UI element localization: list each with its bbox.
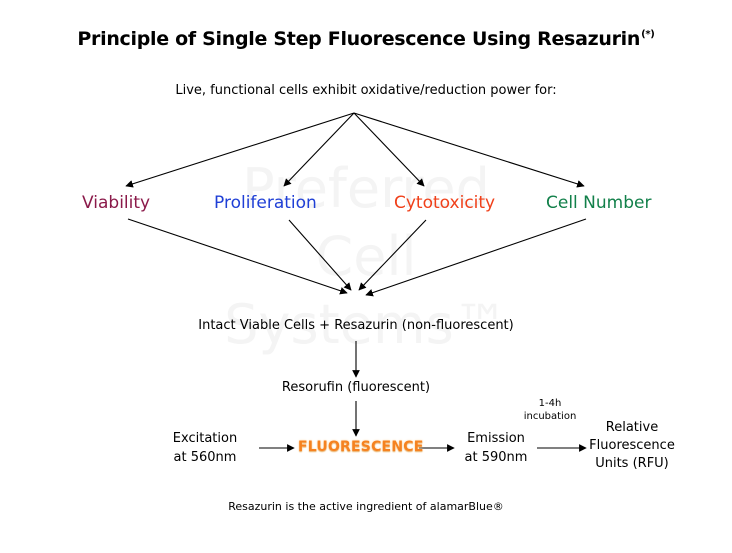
arrow-top-to-cytotoxicity: [353, 112, 425, 187]
excitation-line-1: Excitation: [172, 431, 238, 446]
rfu-node: Relative Fluorescence Units (RFU): [582, 419, 682, 473]
category-cytotoxicity: Cytotoxicity: [394, 193, 496, 213]
incubation-label: 1-4h incubation: [520, 397, 580, 423]
fluorescence-node: FLUORESCENCE: [298, 439, 424, 455]
resorufin-node: Resorufin (fluorescent): [281, 380, 431, 395]
arrow-cell-number-to-center: [365, 218, 587, 297]
category-proliferation: Proliferation: [214, 193, 317, 213]
arrow-top-to-cell-number: [353, 112, 585, 188]
arrow-proliferation-to-center: [288, 219, 352, 291]
rfu-line-1: Relative: [605, 420, 659, 435]
category-viability: Viability: [82, 193, 151, 213]
emission-node: Emission at 590nm: [453, 429, 539, 467]
emission-line-1: Emission: [467, 431, 525, 446]
arrow-top-to-viability: [125, 112, 355, 188]
emission-line-2: at 590nm: [464, 450, 528, 465]
rfu-line-3: Units (RFU): [595, 456, 669, 471]
excitation-node: Excitation at 560nm: [160, 429, 250, 467]
title-footnote-marker: (*): [641, 29, 655, 40]
arrow-viability-to-center: [127, 218, 348, 295]
arrow-top-to-proliferation: [283, 112, 355, 187]
excitation-line-2: at 560nm: [173, 450, 237, 465]
rfu-line-2: Fluorescence: [589, 438, 675, 453]
intact-cells-node: Intact Viable Cells + Resazurin (non-flu…: [198, 318, 514, 333]
category-cell-number: Cell Number: [546, 193, 652, 213]
title-text: Principle of Single Step Fluorescence Us…: [77, 28, 641, 50]
arrow-cytotoxicity-to-center: [358, 219, 427, 291]
footer-note: Resazurin is the active ingredient of al…: [228, 500, 504, 513]
page-title: Principle of Single Step Fluorescence Us…: [0, 28, 732, 50]
incubation-line-2: incubation: [523, 411, 577, 422]
intro-text: Live, functional cells exhibit oxidative…: [175, 83, 557, 98]
incubation-line-1: 1-4h: [538, 398, 562, 409]
